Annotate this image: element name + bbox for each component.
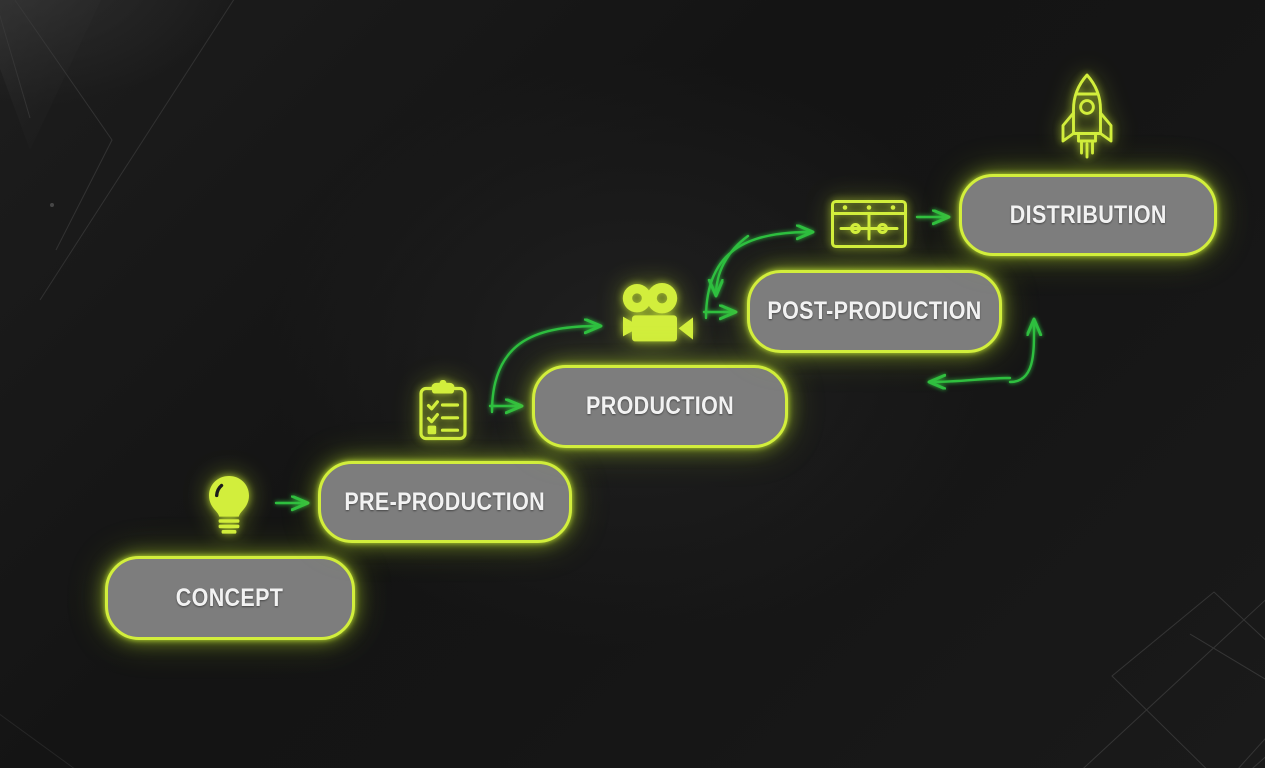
stage-node-production[interactable]: PRODUCTION — [532, 365, 788, 448]
stage-label-post-production: POST-PRODUCTION — [767, 297, 982, 325]
arrow-post-production-feedback-back — [930, 378, 1012, 382]
stage-node-distribution[interactable]: DISTRIBUTION — [959, 174, 1217, 256]
stage-node-concept[interactable]: CONCEPT — [105, 556, 355, 640]
arrow-production-to-editing-icon — [704, 232, 812, 320]
arrow-curve-down-to-post-production — [716, 234, 750, 295]
clipboard-checklist-icon — [418, 380, 468, 442]
lightbulb-icon — [203, 474, 255, 534]
arrow-post-production-feedback-up — [1008, 320, 1034, 384]
stage-node-pre-production[interactable]: PRE-PRODUCTION — [318, 461, 572, 543]
stage-node-post-production[interactable]: POST-PRODUCTION — [747, 270, 1002, 353]
arrow-pre-production-to-camera — [490, 326, 600, 414]
stage-label-concept: CONCEPT — [176, 583, 284, 612]
movie-camera-icon — [621, 283, 697, 345]
stage-label-distribution: DISTRIBUTION — [1009, 200, 1167, 229]
rocket-icon — [1058, 73, 1116, 161]
video-editing-timeline-icon — [830, 199, 908, 249]
stage-label-production: PRODUCTION — [586, 392, 734, 420]
stage-label-pre-production: PRE-PRODUCTION — [344, 487, 546, 516]
